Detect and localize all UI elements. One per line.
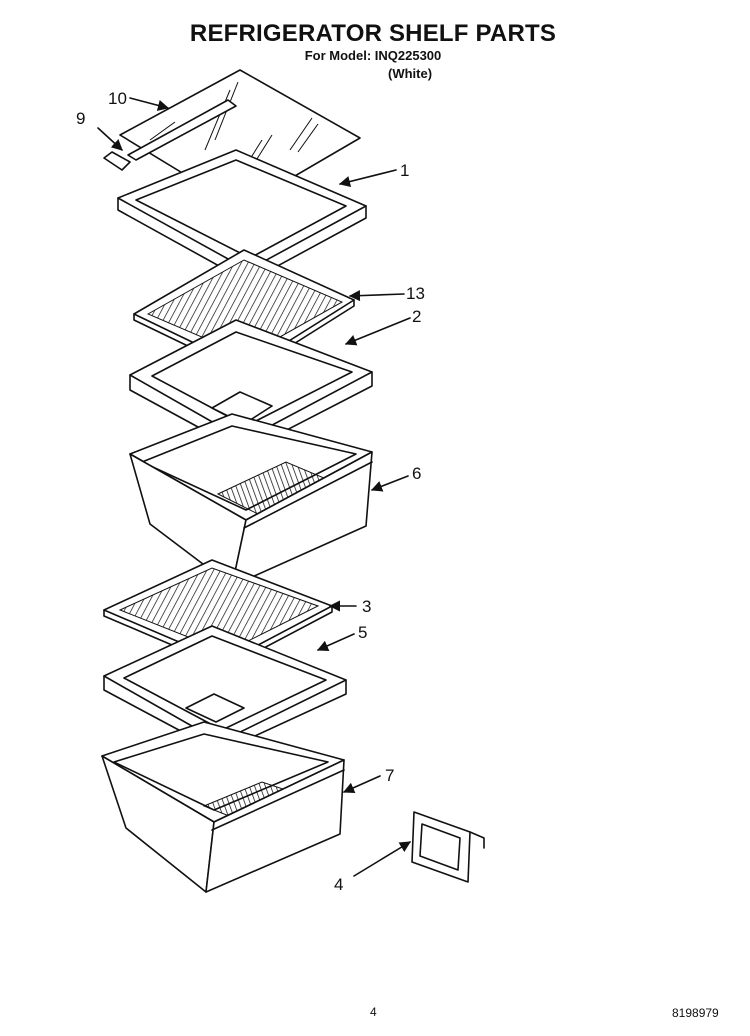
crisper-drawer-part-6 xyxy=(129,413,373,587)
document-number: 8198979 xyxy=(672,1006,719,1020)
model-subtitle: For Model: INQ225300 xyxy=(304,48,442,63)
callout-3: 3 xyxy=(362,597,371,616)
page-number: 4 xyxy=(370,1005,377,1019)
callout-7: 7 xyxy=(385,766,394,785)
callout-4: 4 xyxy=(334,875,343,894)
callout-13: 13 xyxy=(406,284,425,303)
shelf-frame-part-1 xyxy=(117,149,367,283)
bracket-part-4 xyxy=(411,811,485,883)
page-title: REFRIGERATOR SHELF PARTS xyxy=(189,20,557,47)
lower-crisper-drawer-part-7 xyxy=(101,721,345,893)
leader-lines xyxy=(97,97,411,877)
callout-10: 10 xyxy=(108,89,127,108)
callout-2: 2 xyxy=(412,307,421,326)
callout-5: 5 xyxy=(358,623,367,642)
callout-9: 9 xyxy=(76,109,85,128)
color-note: (White) xyxy=(388,66,433,81)
shelf-trim-part-9 xyxy=(103,99,237,171)
callout-6: 6 xyxy=(412,464,421,483)
callout-1: 1 xyxy=(400,161,409,180)
